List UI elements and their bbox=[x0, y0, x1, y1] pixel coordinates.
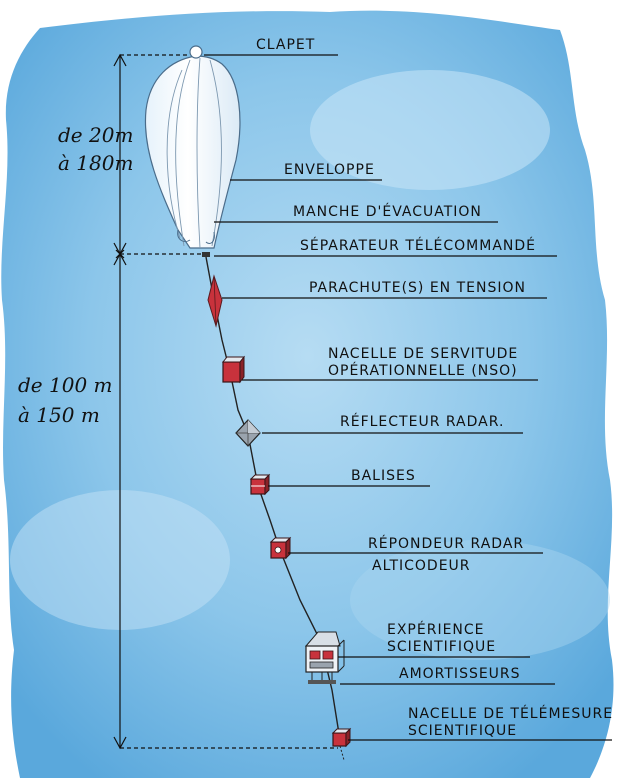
lower-dimension-from: de 100 m bbox=[18, 373, 113, 397]
beacons-shape bbox=[249, 473, 271, 496]
sky-cloud-patch bbox=[310, 70, 550, 190]
parachute-shape bbox=[207, 274, 223, 328]
scientific-gondola-shape bbox=[304, 631, 345, 684]
label-separateur: SÉPARATEUR TÉLÉCOMMANDÉ bbox=[300, 238, 537, 254]
label-balises: BALISES bbox=[351, 468, 416, 484]
upper-dimension-from: de 20m bbox=[58, 123, 134, 147]
label-clapet: CLAPET bbox=[256, 37, 316, 53]
lower-dimension-to: à 150 m bbox=[18, 403, 100, 427]
label-reflecteur: RÉFLECTEUR RADAR. bbox=[340, 414, 505, 430]
label-nso-line2: OPÉRATIONNELLE (NSO) bbox=[328, 363, 518, 379]
label-parachute: PARACHUTE(S) EN TENSION bbox=[309, 280, 526, 296]
label-experience-line2: SCIENTIFIQUE bbox=[387, 639, 497, 655]
label-alticodeur: ALTICODEUR bbox=[372, 558, 471, 574]
radar-transponder-shape bbox=[269, 536, 292, 560]
label-telemesure-line1: NACELLE DE TÉLÉMESURE bbox=[408, 706, 614, 722]
label-manche: MANCHE D'ÉVACUATION bbox=[293, 204, 482, 220]
label-enveloppe: ENVELOPPE bbox=[284, 162, 375, 178]
balloon-envelope bbox=[144, 55, 241, 249]
sky-cloud-patch bbox=[350, 540, 610, 660]
label-amortisseurs: AMORTISSEURS bbox=[399, 666, 521, 682]
radar-reflector-shape bbox=[235, 419, 261, 447]
upper-dimension-to: à 180m bbox=[58, 151, 134, 175]
dashed-reference-lines bbox=[120, 54, 338, 749]
separator-shape bbox=[202, 252, 210, 257]
clapet-valve-shape bbox=[189, 45, 203, 59]
label-nso-line1: NACELLE DE SERVITUDE bbox=[328, 346, 519, 362]
label-telemesure-line2: SCIENTIFIQUE bbox=[408, 723, 518, 739]
telemetry-gondola-shape bbox=[331, 727, 352, 761]
leader-lines bbox=[204, 54, 612, 741]
label-experience-line1: EXPÉRIENCE bbox=[387, 622, 485, 638]
nso-gondola-shape bbox=[221, 355, 246, 384]
label-repondeur: RÉPONDEUR RADAR bbox=[368, 536, 525, 552]
